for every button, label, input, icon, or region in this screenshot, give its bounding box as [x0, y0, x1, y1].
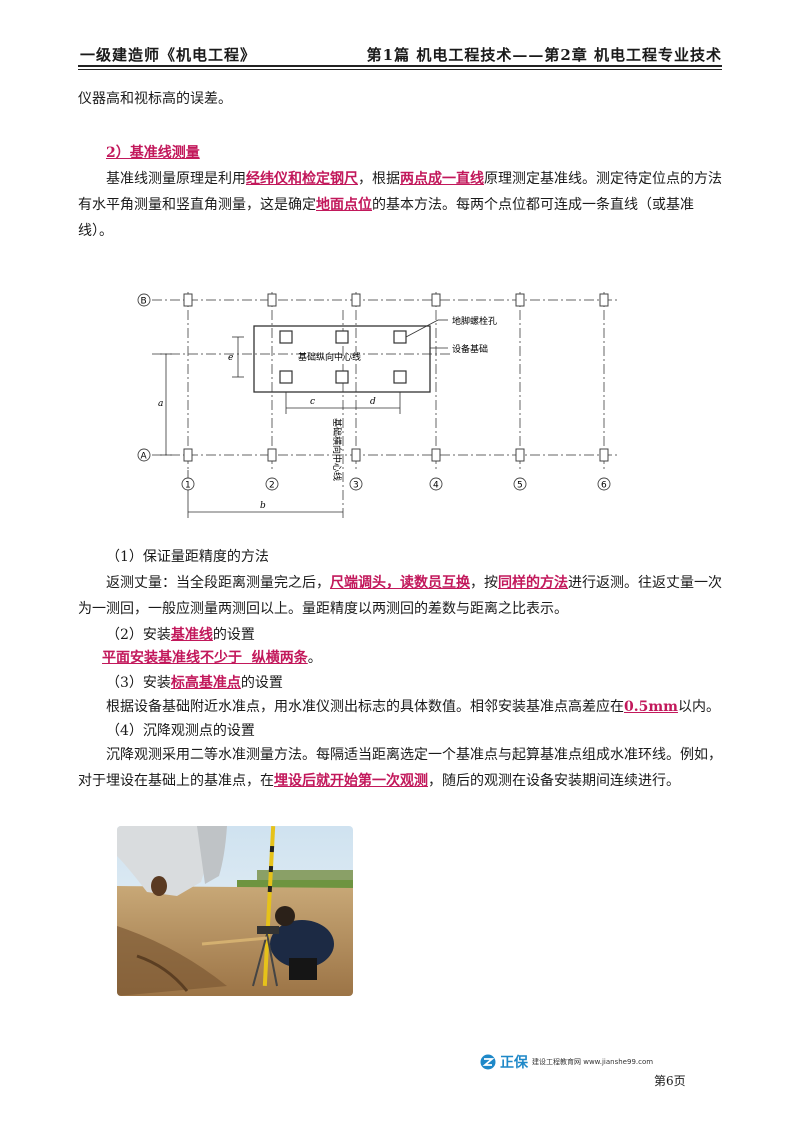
column-markers	[181, 477, 611, 491]
highlight-text: 基准线	[170, 627, 213, 643]
brand-name: 正保	[500, 1055, 528, 1071]
label-foundation: 设备基础	[452, 343, 488, 355]
highlight-text: 地面点位	[316, 197, 372, 213]
text-run: 根据设备基础附近水准点，用水准仪测出标志的具体数值。相邻安装基准点高差应在	[106, 699, 624, 715]
label-bolt-hole: 地脚螺栓孔	[452, 315, 497, 327]
row-a-label: A	[141, 452, 148, 462]
dimension-lines	[160, 336, 401, 518]
text-run: ，随后的观测在设备安装期间连续进行。	[428, 773, 680, 789]
item-1-title: （1）保证量距精度的方法	[106, 549, 269, 565]
section-paragraph: 基准线测量原理是利用经纬仪和检定钢尺，根据两点成一直线原理测定基准线。测定待定位…	[78, 166, 722, 244]
section-title: 2）基准线测量	[78, 140, 722, 166]
dim-e: e	[228, 353, 233, 363]
item-2-body: 平面安装基准线不少于 纵横两条。	[102, 645, 722, 671]
text-run: ，根据	[358, 171, 400, 187]
label-longitudinal-centerline: 基础纵向中心线	[298, 351, 361, 363]
item-2-title: （2）安装基准线的设置	[78, 622, 722, 648]
text-run: 基准线测量原理是利用	[106, 171, 246, 187]
text-run: （3）安装	[106, 675, 171, 691]
text-run: 的设置	[240, 675, 283, 691]
column-label: 4	[433, 481, 439, 491]
highlight-text: 标高基准点	[170, 675, 241, 691]
equipment-foundation	[253, 325, 431, 393]
text-run: 的基本方法。每两个点位都可连成一条直线（或基准线）。	[78, 197, 694, 239]
axis-lines	[152, 292, 620, 518]
item-3-title: （3）安装标高基准点的设置	[78, 670, 722, 696]
text-run: 进行返测。往返丈量一次为一测回，一般应测量两测回以上。量距精度以两测回的差数与距…	[78, 575, 722, 617]
text-run: （2）安装	[106, 627, 171, 643]
column-label: 5	[517, 481, 523, 491]
column-label: 2	[269, 481, 275, 491]
highlight-text: 两点成一直线	[400, 171, 484, 187]
section-title-text: 2）基准线测量	[106, 145, 200, 161]
highlight-text: 尺端调头，读数员互换	[330, 575, 470, 591]
text-run: 的设置	[212, 627, 255, 643]
survey-photo	[117, 826, 353, 996]
header-chapter-title: 第1篇 机电工程技术——第2章 机电工程专业技术	[366, 46, 722, 64]
highlight-text: 0.5mm	[624, 699, 678, 715]
text-run: 。	[307, 650, 322, 666]
item-4-title: （4）沉降观测点的设置	[106, 723, 255, 739]
baseline-diagram: 地脚螺栓孔 设备基础 基础纵向中心线 基础横向中心线 e a c d b B A	[137, 292, 620, 518]
highlight-text: 同样的方法	[498, 575, 568, 591]
header-rule-thin	[78, 69, 722, 70]
row-b-label: B	[141, 297, 147, 307]
item-3-body: 根据设备基础附近水准点，用水准仪测出标志的具体数值。相邻安装基准点高差应在0.5…	[78, 694, 722, 720]
item-4-body: 沉降观测采用二等水准测量方法。每隔适当距离选定一个基准点与起算基准点组成水准环线…	[78, 742, 722, 794]
column-label: 3	[353, 481, 359, 491]
footer-logo: 正保 建设工程教育网 www.jianshe99.com	[480, 1052, 653, 1072]
dim-a: a	[158, 399, 163, 409]
text-run: ，按	[470, 575, 498, 591]
item-1-body: 返测丈量：当全段距离测量完之后，尺端调头，读数员互换，按同样的方法进行返测。往返…	[78, 570, 722, 622]
row-markers	[137, 293, 151, 462]
brand-site: 建设工程教育网 www.jianshe99.com	[532, 1058, 654, 1066]
survey-photo-image	[117, 826, 353, 996]
label-transverse-centerline: 基础横向中心线	[331, 418, 343, 481]
intro-text: 仪器高和视标高的误差。	[78, 91, 232, 107]
dim-b: b	[260, 501, 266, 511]
text-run: 以内。	[677, 699, 720, 715]
axis-markers	[183, 293, 609, 462]
highlight-text: 平面安装基准线不少于 纵横两条	[102, 650, 308, 666]
column-label: 6	[601, 481, 607, 491]
page-number: 第6页	[654, 1074, 686, 1088]
text-run: 沉降观测采用二等水准测量方法。每隔适当距离选定一个基准点与起算基准点组成水准环线…	[78, 747, 722, 789]
header-rule	[78, 65, 722, 67]
dim-c: c	[310, 397, 315, 407]
highlight-text: 埋设后就开始第一次观测	[274, 773, 428, 789]
dim-d: d	[370, 397, 376, 407]
leader-lines	[405, 319, 448, 349]
text-run: 返测丈量：当全段距离测量完之后，	[106, 575, 330, 591]
column-label: 1	[185, 481, 191, 491]
text-run: 原理测定基准线。测定待定位点的方法有水平角测量和竖直角测量，这是确定	[78, 171, 722, 213]
brand-logo-icon	[480, 1054, 496, 1070]
highlight-text: 经纬仪和检定钢尺	[246, 171, 358, 187]
header-book-title: 一级建造师《机电工程》	[80, 46, 257, 64]
